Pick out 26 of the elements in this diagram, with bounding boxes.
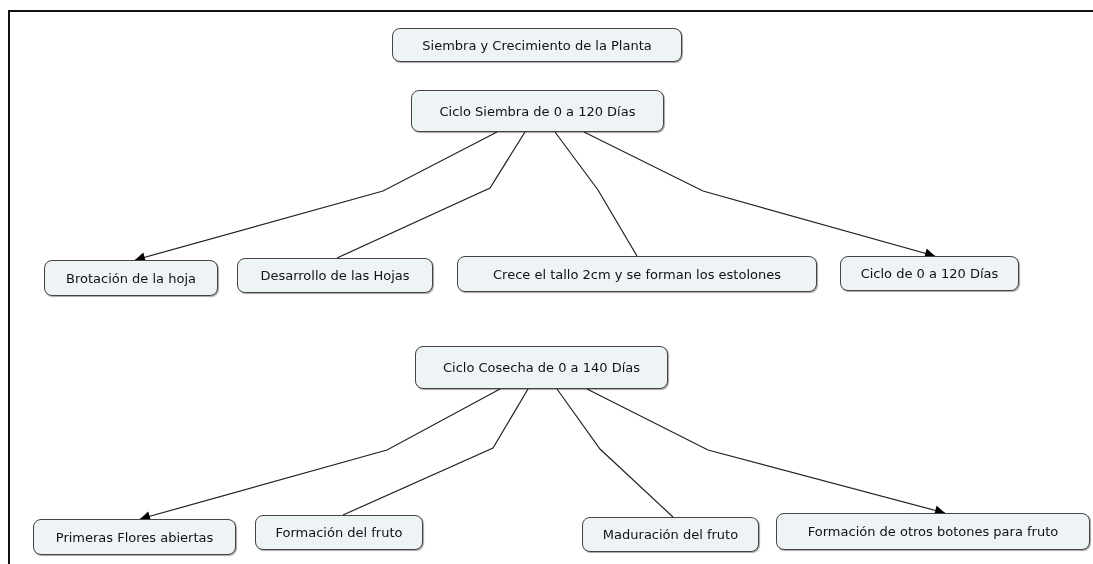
connector-line — [342, 388, 529, 516]
concept-label: Ciclo Siembra de 0 a 120 Días — [439, 103, 636, 119]
concept-box — [237, 258, 433, 293]
concept-label: Desarrollo de las Hojas — [260, 268, 410, 283]
concept-box — [33, 519, 236, 555]
concept-label: Siembra y Crecimiento de la Planta — [422, 37, 652, 53]
concept-label: Ciclo de 0 a 120 Días — [860, 266, 999, 281]
concept-label: Formación del fruto — [275, 525, 403, 540]
concept-box — [582, 517, 759, 552]
concept-box — [255, 515, 423, 550]
concept-box — [776, 513, 1090, 550]
concept-box — [840, 256, 1019, 291]
concept-box — [392, 28, 682, 62]
connector-line — [336, 131, 526, 259]
concept-box — [44, 260, 218, 296]
connector-line — [554, 131, 638, 257]
concept-box — [457, 256, 817, 292]
concept-label: Crece el tallo 2cm y se forman los estolones — [493, 266, 781, 282]
connector-line — [556, 388, 674, 518]
concept-label: Brotación de la hoja — [66, 270, 196, 286]
concept-box — [411, 90, 664, 132]
concept-label: Maduración del fruto — [602, 527, 739, 542]
concept-box — [415, 346, 668, 389]
concept-label: Primeras Flores abiertas — [55, 529, 214, 545]
concept-label: Formación de otros botones para fruto — [807, 524, 1059, 539]
concept-label: Ciclo Cosecha de 0 a 140 Días — [443, 360, 640, 375]
